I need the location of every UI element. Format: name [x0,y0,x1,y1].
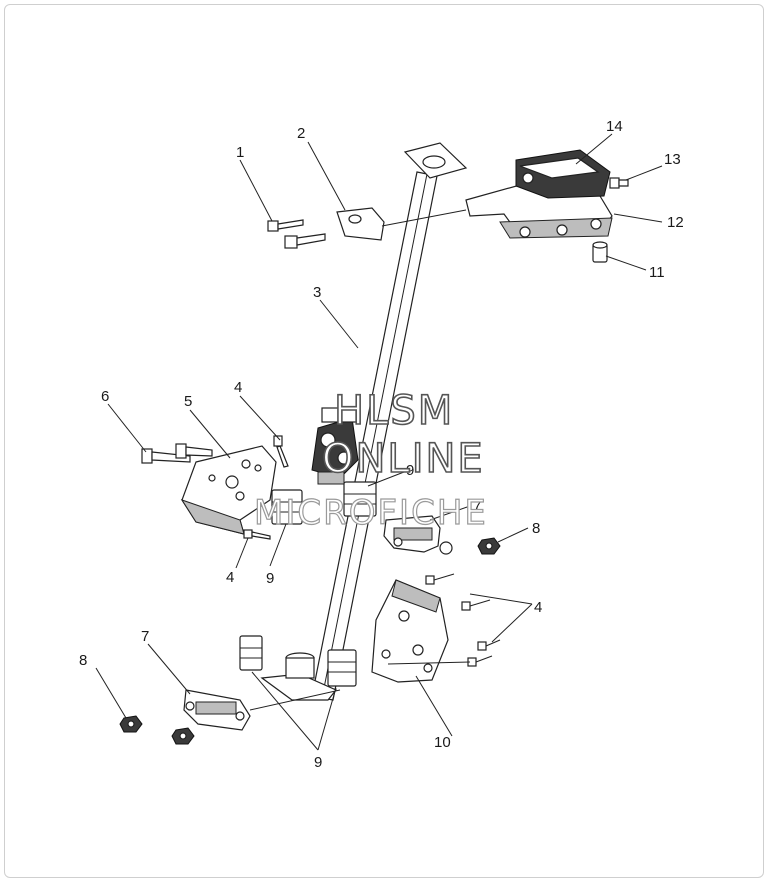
callout-5: 5 [184,393,192,410]
callout-10: 10 [434,734,451,751]
callout-4-lower: 4 [226,569,234,586]
callout-leaders [95,133,663,751]
callout-7-left: 7 [141,628,149,645]
steering-shaft [260,142,468,701]
watermark-line-1: HLSM [334,388,454,434]
bushing-9-upper-left [271,489,303,525]
bushing-11 [592,241,608,263]
bracket-5 [180,445,277,535]
callout-12: 12 [667,214,684,231]
watermark-line-3: MICROFICHE [254,493,488,533]
callout-14: 14 [606,118,623,135]
bushing-9-upper-right [343,481,377,517]
callout-9-lower: 9 [314,754,322,771]
clamp-7-right [383,515,453,555]
universal-joint [311,407,359,485]
nut-small-4 [243,435,289,540]
clamp-7-left [183,689,341,731]
watermark: HLSM ONLINE MICROFICHE [253,387,488,533]
callout-9-middle: 9 [266,570,274,587]
diagram-frame [4,4,764,878]
housing-14 [515,149,611,199]
bushing-9-lower-right [327,649,357,687]
nut-8-right [477,537,501,555]
bushing-9-lower-left [239,635,263,671]
clamp-block-2 [284,207,467,249]
callout-13: 13 [664,151,681,168]
bolts-4-right [387,573,501,667]
callout-8-left: 8 [79,652,87,669]
nut-8-left [119,715,195,745]
screw-13 [609,177,629,189]
callout-labels: 1 2 3 4 4 4 5 6 7 7 8 8 9 9 9 10 11 12 1… [79,118,684,771]
callout-11: 11 [649,264,665,281]
bracket-10 [371,579,449,683]
bracket-12 [465,184,613,239]
callout-3: 3 [313,284,321,301]
callout-4-upper: 4 [234,379,242,396]
bolt-1 [267,219,304,232]
callout-4-right: 4 [534,599,542,616]
callout-7-right: 7 [473,498,481,515]
watermark-line-2: ONLINE [322,436,485,482]
bolt-6b [175,443,213,459]
callout-8-right: 8 [532,520,540,537]
callout-9-upper: 9 [406,462,414,479]
callout-1: 1 [236,144,244,161]
callout-2: 2 [297,125,305,142]
callout-6: 6 [101,388,109,405]
